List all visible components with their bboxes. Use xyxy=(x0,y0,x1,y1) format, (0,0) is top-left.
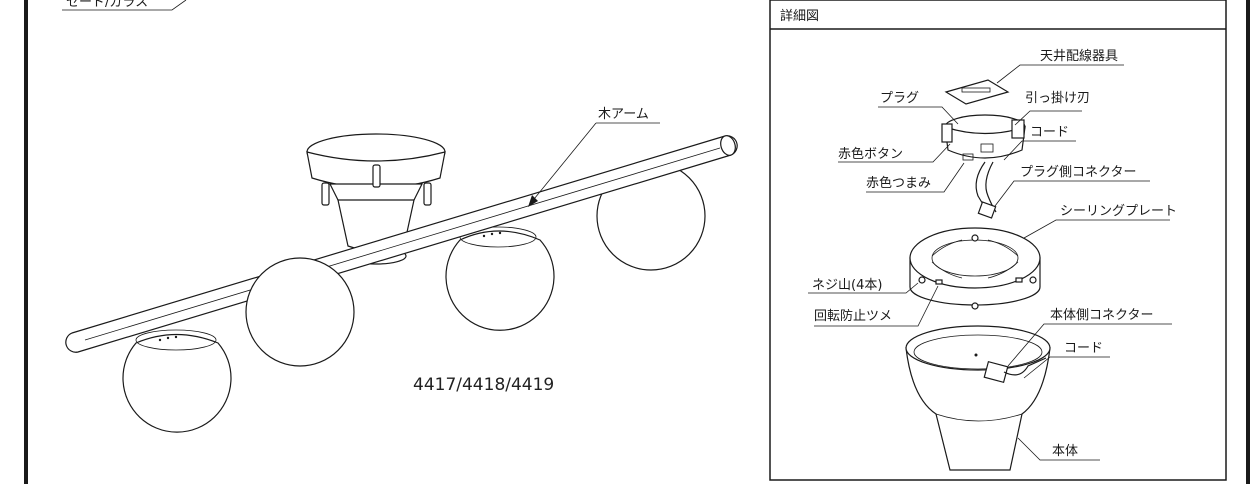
label-body-connector: 本体側コネクター xyxy=(1050,308,1153,323)
arm-callout: 木アーム xyxy=(528,107,660,207)
globe-center-right xyxy=(445,230,555,331)
label-red-knob: 赤色つまみ xyxy=(866,175,931,191)
fixture-illustration xyxy=(65,133,738,433)
detail-panel: 詳細図 天井配線器具 プラグ 引っ掛け刃 コード 赤色ボタン xyxy=(769,0,1227,481)
wooden-arm xyxy=(65,135,738,353)
detail-title: 詳細図 xyxy=(780,8,819,24)
label-ceiling-fixture: 天井配線器具 xyxy=(1040,48,1118,64)
globe-center-left xyxy=(245,257,355,367)
ceiling-base xyxy=(306,133,446,265)
label-cord-bottom: コード xyxy=(1064,341,1103,356)
label-screw-posts: ネジ山(4本) xyxy=(812,278,882,293)
top-callout: セード/ガラス xyxy=(62,0,187,11)
label-cord-top: コード xyxy=(1030,125,1069,140)
label-red-button: 赤色ボタン xyxy=(838,146,903,162)
label-ceiling-plate: シーリングプレート xyxy=(1060,204,1177,219)
ceiling-plate-part xyxy=(909,227,1041,310)
label-plug-connector: プラグ側コネクター xyxy=(1020,165,1136,180)
plug-part xyxy=(941,114,1026,219)
globe-left xyxy=(122,333,232,433)
label-body: 本体 xyxy=(1052,444,1078,459)
label-anti-rotation: 回転防止ツメ xyxy=(814,308,892,324)
label-plug: プラグ xyxy=(880,91,919,106)
label-hook-blade: 引っ掛け刃 xyxy=(1025,91,1090,106)
top-callout-label: セード/ガラス xyxy=(66,0,148,10)
model-number: 4417/4418/4419 xyxy=(413,375,554,395)
arm-label: 木アーム xyxy=(598,107,649,122)
ceiling-fixture-part xyxy=(944,64,1124,105)
